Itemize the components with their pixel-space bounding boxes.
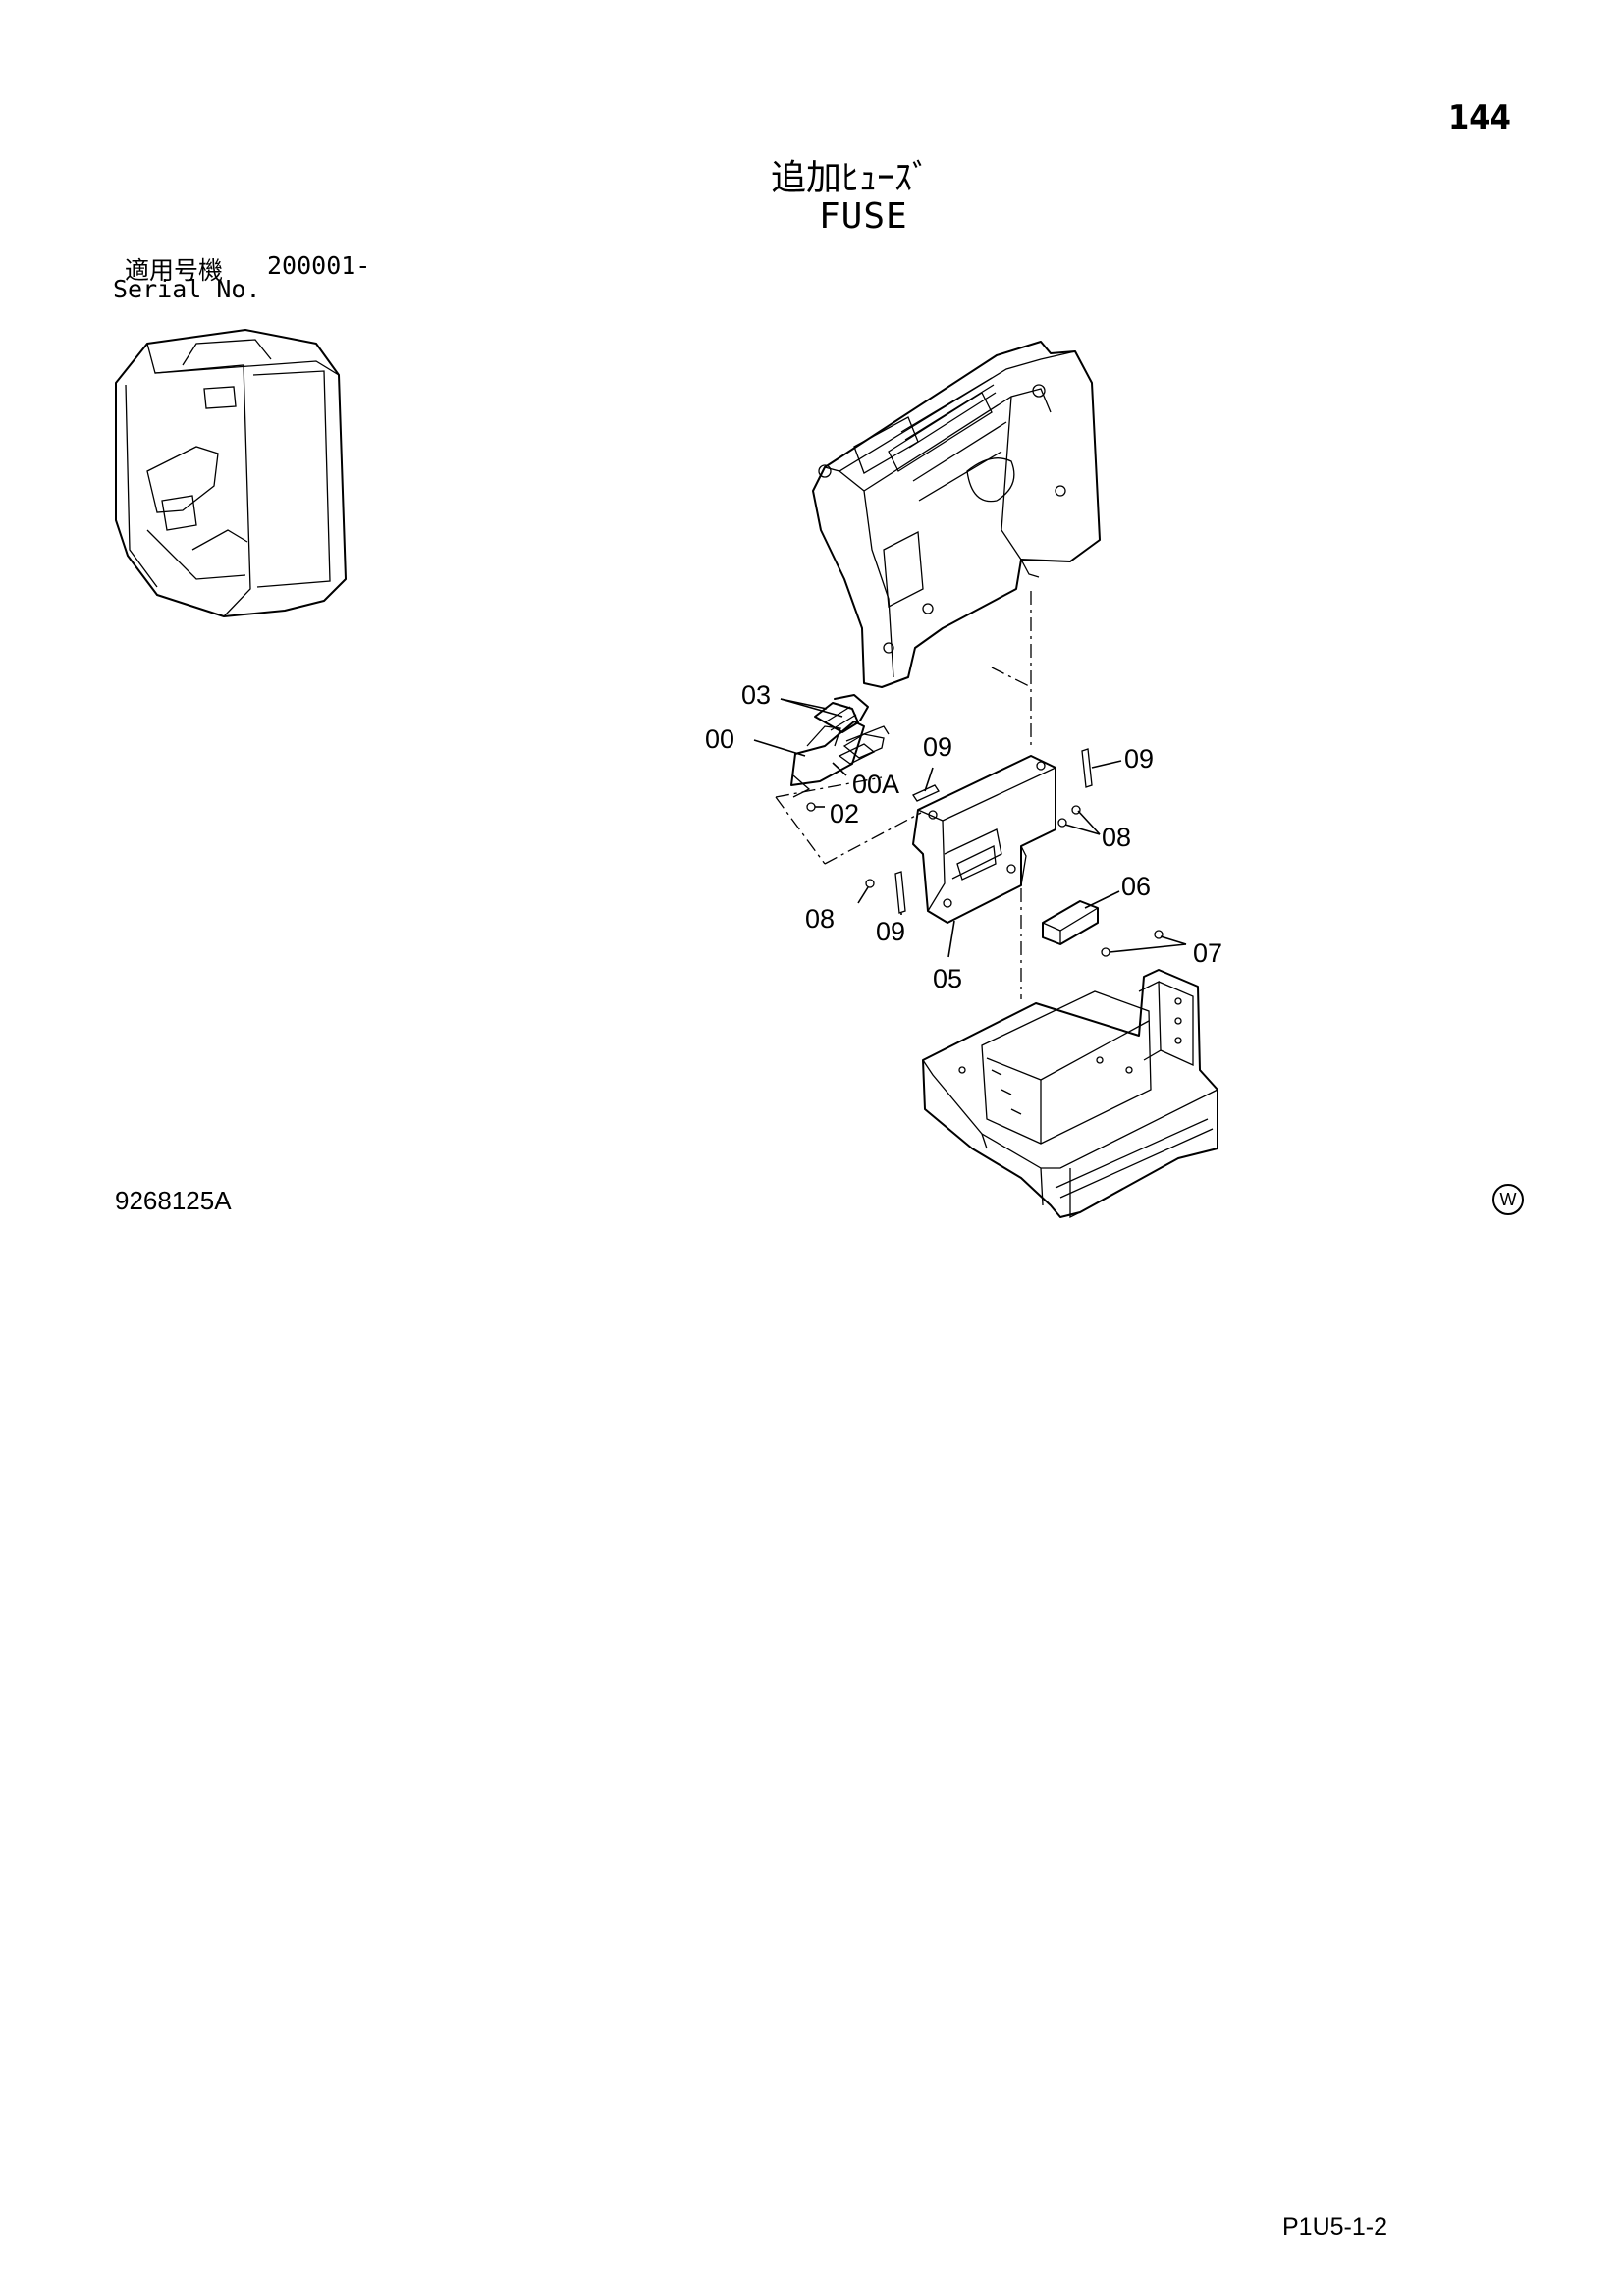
callout-09-upper: 09 bbox=[923, 732, 952, 762]
callout-07: 07 bbox=[1193, 938, 1222, 968]
controller-base bbox=[922, 969, 1218, 1219]
screw-02 bbox=[806, 802, 816, 812]
callout-02: 02 bbox=[830, 799, 859, 828]
band-09-lower bbox=[894, 871, 906, 914]
leader-lines bbox=[753, 698, 1187, 958]
bracket-part bbox=[912, 755, 1056, 924]
page-code: P1U5-1-2 bbox=[1282, 2214, 1387, 2241]
cab-location-thumbnail bbox=[115, 329, 347, 617]
part-callouts: 03 00 09 00A 02 09 08 06 08 09 07 05 bbox=[705, 680, 1222, 993]
callout-09-right: 09 bbox=[1124, 744, 1154, 774]
w-mark: W bbox=[1492, 1184, 1524, 1215]
callout-03: 03 bbox=[741, 680, 771, 710]
callout-06: 06 bbox=[1121, 872, 1151, 901]
cover-06 bbox=[1042, 900, 1099, 945]
assembly-guide-lines bbox=[775, 591, 1032, 999]
callout-08-right: 08 bbox=[1102, 823, 1131, 852]
serial-label-japanese: 適用号機 bbox=[125, 256, 224, 285]
page-title-japanese: 追加ﾋｭｰｽﾞ bbox=[771, 158, 931, 198]
callout-08-left: 08 bbox=[805, 904, 835, 934]
band-09-right bbox=[1081, 748, 1093, 788]
callout-00A: 00A bbox=[852, 770, 899, 799]
callout-09-lower: 09 bbox=[876, 917, 905, 946]
drawing-number: 9268125A bbox=[115, 1186, 232, 1215]
fuse-strip-00A bbox=[838, 743, 876, 765]
page-title: FUSE bbox=[819, 196, 908, 237]
screw-08 bbox=[865, 805, 1081, 888]
serial-label: Serial No. bbox=[113, 275, 261, 303]
callout-05: 05 bbox=[933, 964, 962, 993]
fuse-holder-assembly bbox=[790, 694, 890, 798]
console-panel bbox=[812, 341, 1101, 688]
page-number: 144 bbox=[1448, 98, 1511, 137]
serial-number-value: 200001- bbox=[267, 251, 371, 280]
band-09-upper bbox=[912, 784, 940, 802]
callout-00: 00 bbox=[705, 724, 734, 754]
